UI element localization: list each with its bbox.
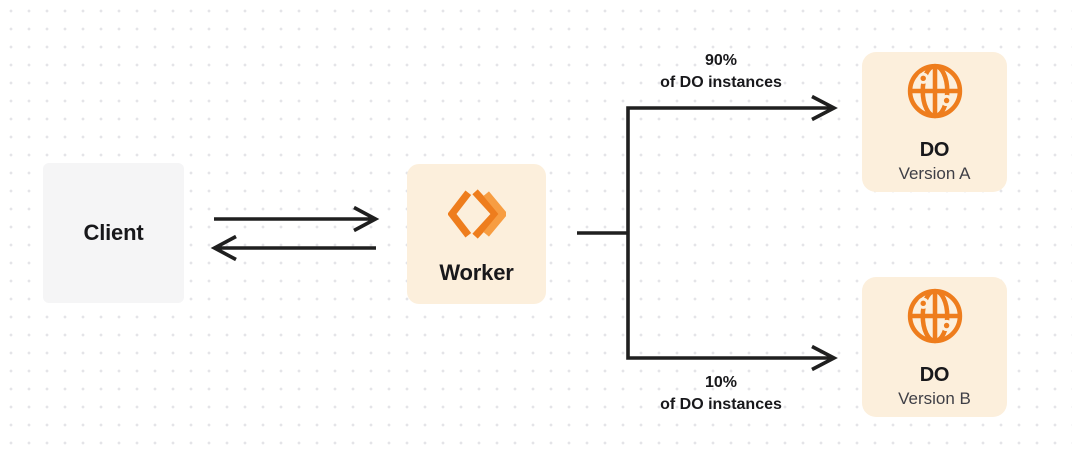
do-title: DO — [919, 364, 950, 386]
do-version-b-node: DO Version B — [862, 277, 1007, 417]
cloudflare-workers-icon — [447, 189, 506, 239]
client-worker-request-arrow — [214, 205, 380, 233]
traffic-split-connector — [626, 106, 833, 360]
split-label-bottom-caption: of DO instances — [660, 396, 782, 413]
do-subtitle: Version A — [898, 164, 971, 183]
worker-client-response-arrow — [210, 234, 376, 262]
split-arrowhead-bottom — [811, 344, 838, 372]
split-arrowhead-top — [811, 94, 838, 122]
do-subtitle: Version B — [898, 389, 971, 408]
do-title: DO — [919, 139, 950, 161]
split-label-bottom: 10% of DO instances — [611, 372, 831, 416]
split-label-top: 90% of DO instances — [611, 50, 831, 94]
worker-label: Worker — [439, 260, 514, 285]
client-node: Client — [43, 163, 184, 303]
split-label-top-caption: of DO instances — [660, 74, 782, 91]
worker-node: Worker — [407, 164, 546, 304]
do-version-a-node: DO Version A — [862, 52, 1007, 192]
split-label-bottom-percent: 10% — [704, 374, 738, 391]
client-label: Client — [83, 220, 144, 245]
split-label-top-percent: 90% — [704, 52, 738, 69]
durable-object-globe-icon — [907, 288, 962, 344]
durable-object-globe-icon — [907, 63, 962, 119]
